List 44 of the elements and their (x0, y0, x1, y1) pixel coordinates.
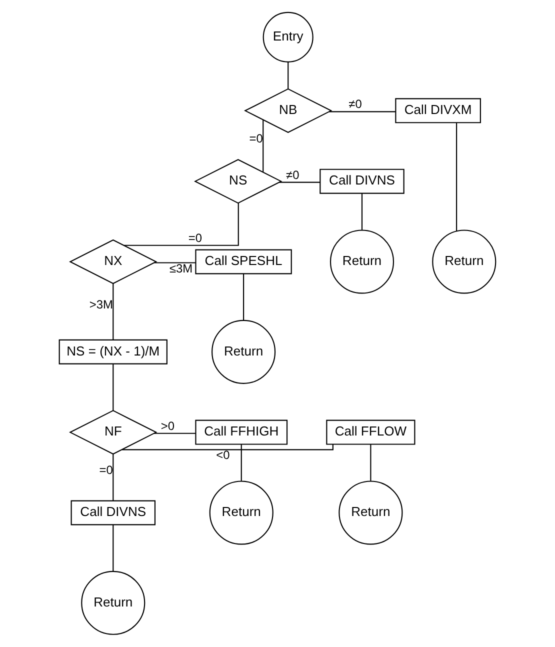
node-diamond: NF (69, 410, 158, 455)
edge-label: =0 (249, 131, 263, 146)
edge-label: =0 (188, 230, 202, 245)
node-circle: Return (330, 230, 394, 294)
node-circle: Return (432, 230, 496, 294)
edge-label: <0 (216, 448, 230, 462)
node-box: Call DIVXM (395, 98, 481, 124)
connector (456, 123, 458, 232)
connector (112, 364, 114, 411)
connector (279, 182, 320, 183)
node-circle: Entry (262, 12, 314, 62)
connector (112, 454, 114, 500)
node-box: Call DIVNS (320, 168, 404, 194)
connector (154, 432, 196, 434)
edge-label: ≤3M (169, 261, 193, 276)
connector (262, 120, 264, 172)
node-diamond: NS (194, 158, 282, 204)
node-box: Call SPESHL (195, 249, 292, 274)
edge-label: ≠0 (286, 168, 300, 182)
connector (288, 62, 289, 89)
connector (124, 203, 239, 246)
connector (154, 262, 196, 264)
node-circle: Return (81, 570, 146, 635)
node-diamond: NX (69, 239, 158, 284)
node-circle: Return (209, 480, 274, 545)
node-box: Call FFHIGH (195, 420, 288, 445)
connector (112, 284, 114, 340)
node-diamond: NB (244, 88, 332, 134)
edge-label: =0 (99, 462, 113, 477)
edge-label: >3M (89, 297, 113, 312)
node-box: Call FFLOW (326, 420, 416, 445)
connector (112, 524, 114, 572)
connector (370, 444, 372, 481)
connector (122, 444, 334, 450)
node-circle: Return (212, 320, 276, 384)
connector (329, 111, 396, 112)
edge-label: ≠0 (348, 97, 362, 112)
node-box: NS = (NX - 1)/M (58, 339, 168, 364)
connector (243, 274, 244, 320)
node-box: Call DIVNS (70, 500, 156, 526)
node-circle: Return (338, 480, 403, 545)
connector (361, 194, 363, 230)
connector (240, 444, 242, 481)
edge-label: >0 (160, 418, 175, 433)
